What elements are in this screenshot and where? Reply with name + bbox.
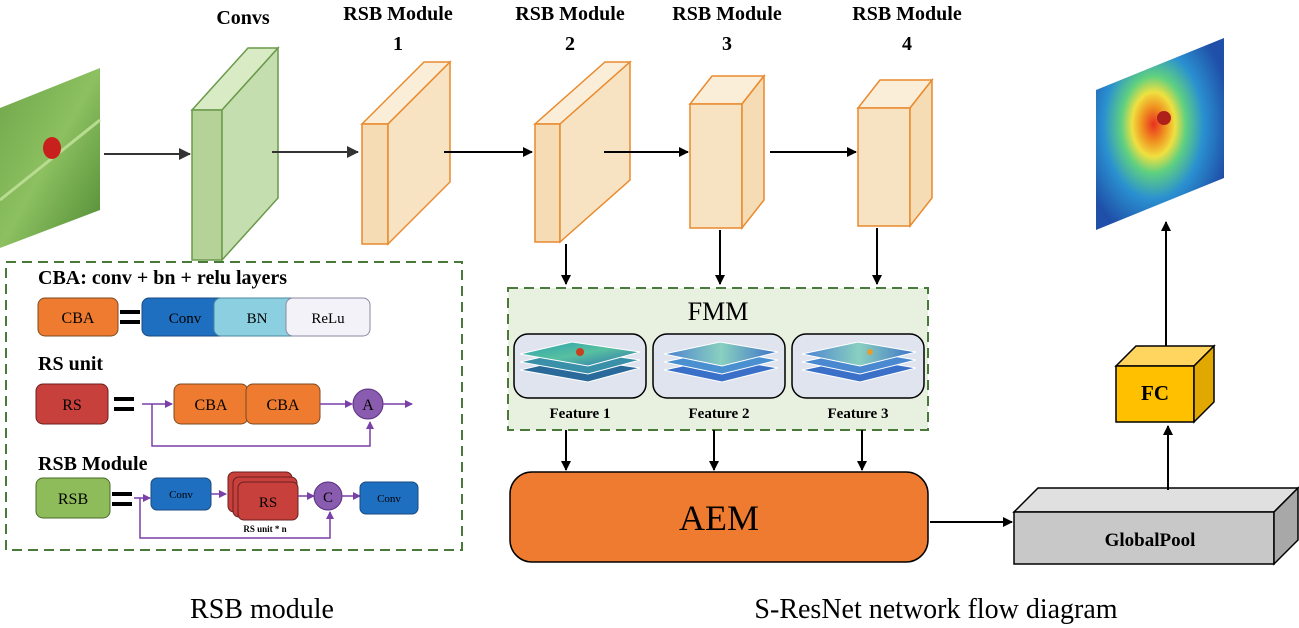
rsb-box: [35, 477, 111, 519]
concat-node-label: C: [323, 490, 333, 506]
cba-title: CBA: conv + bn + relu layers: [38, 267, 287, 289]
cba-box: [37, 297, 119, 337]
rsb-4-label-line1: RSB Module: [852, 3, 962, 25]
aem-box: [509, 471, 929, 563]
rs-unit-title: RS unit: [38, 353, 103, 375]
bn-box-label: BN: [247, 311, 268, 327]
caption-left: RSB module: [190, 594, 334, 625]
feature-2-label: Feature 2: [689, 406, 750, 422]
rsb-module-1-block: [360, 60, 452, 246]
rsb-conv-out-label: Conv: [377, 493, 401, 505]
equals-sign-3: [112, 492, 132, 506]
feature-2-panel: [652, 333, 786, 399]
rsb-module-2-block: [533, 60, 632, 244]
rsb-conv-out-box: [359, 481, 419, 515]
add-node-label: A: [362, 397, 374, 414]
legend-dashed-box: [5, 261, 463, 551]
rsb-1-label-line2: 1: [393, 33, 403, 55]
aem-label: AEM: [679, 498, 759, 538]
rsb-skip-connection: [139, 498, 334, 539]
convs-label: Convs: [216, 7, 270, 29]
fc-block: [1114, 344, 1216, 424]
rs-stack-caption: RS unit * n: [243, 524, 286, 534]
cba-box-label: CBA: [62, 310, 95, 327]
rsb-conv-label: Conv: [169, 489, 193, 501]
rsb-module-4-block: [856, 77, 934, 229]
conv-box-label: Conv: [169, 311, 202, 327]
output-heatmap-image: [1096, 38, 1224, 230]
rs-box-label: RS: [62, 397, 82, 414]
globalpool-label: GlobalPool: [1105, 530, 1196, 551]
feature-3-label: Feature 3: [828, 406, 889, 422]
rs-cba2-label: CBA: [267, 397, 300, 414]
input-leaf-image: [0, 68, 101, 248]
feature-1-label: Feature 1: [550, 406, 611, 422]
convs-block: [190, 46, 280, 262]
mite-spot: [43, 137, 61, 159]
relu-box: [285, 297, 371, 337]
rsb-box-label: RSB: [58, 491, 88, 508]
rsb-3-label-line1: RSB Module: [672, 3, 782, 25]
rs-stack: [227, 471, 299, 521]
rsb-2-label-line1: RSB Module: [515, 3, 625, 25]
feature-1-panel: [513, 333, 647, 399]
rsb-module-3-block: [688, 73, 766, 231]
rs-box: [35, 383, 109, 425]
rs-skip-connection: [151, 404, 374, 447]
equals-sign-2: [114, 397, 134, 411]
caption-right: S-ResNet network flow diagram: [754, 594, 1117, 625]
rs-stack-label: RS: [259, 495, 277, 511]
globalpool-block: [1012, 486, 1299, 566]
fc-label: FC: [1141, 381, 1169, 405]
rsb-2-label-line2: 2: [565, 33, 575, 55]
equals-sign-1: [120, 310, 140, 324]
rsb-4-label-line2: 4: [902, 33, 912, 55]
rsb-3-label-line2: 3: [722, 33, 732, 55]
fmm-title: FMM: [688, 297, 749, 326]
relu-box-label: ReLu: [311, 311, 345, 327]
rs-cba1-label: CBA: [195, 397, 228, 414]
rsb-module-title: RSB Module: [38, 453, 148, 475]
rsb-1-label-line1: RSB Module: [343, 3, 453, 25]
feature-3-panel: [791, 333, 925, 399]
